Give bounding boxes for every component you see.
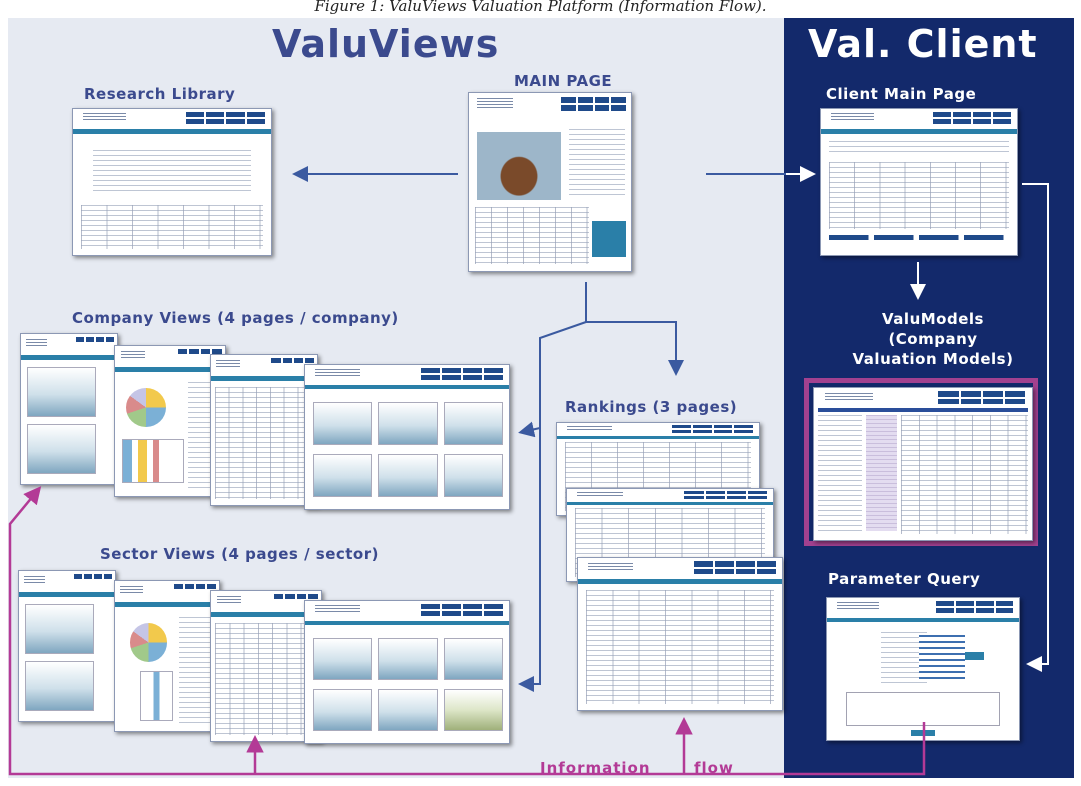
main-page-label: MAIN PAGE (514, 72, 613, 90)
sector-views-label: Sector Views (4 pages / sector) (100, 545, 379, 563)
valumodels-line-1: ValuModels (882, 310, 984, 328)
company-views-label: Company Views (4 pages / company) (72, 309, 399, 327)
valumodels-line-2: (Company (888, 330, 978, 348)
research-library-thumbnail (72, 108, 272, 256)
sector-view-page-2 (114, 580, 220, 732)
valumodels-label: ValuModels (Company Valuation Models) (808, 309, 1058, 369)
rankings-label: Rankings (3 pages) (565, 398, 738, 416)
flow-label: flow (694, 759, 734, 777)
company-view-page-1 (20, 333, 118, 485)
sector-view-page-1 (18, 570, 116, 722)
figure-caption: Figure 1: ValuViews Valuation Platform (… (314, 0, 767, 15)
sector-view-page-4 (304, 600, 510, 744)
val-client-title: Val. Client (808, 22, 1038, 66)
company-view-page-3 (210, 354, 318, 506)
bull-bear-sculpture-image (477, 132, 562, 200)
parameter-query-thumbnail (826, 597, 1020, 741)
valuviews-title: ValuViews (272, 22, 500, 66)
main-page-thumbnail (468, 92, 632, 272)
research-library-label: Research Library (84, 85, 236, 103)
rankings-page-3 (577, 557, 783, 711)
client-main-page-thumbnail (820, 108, 1018, 256)
valumodels-thumbnail (813, 387, 1033, 541)
company-view-page-4 (304, 364, 510, 510)
information-label: Information (540, 759, 651, 777)
valumodels-line-3: Valuation Models) (852, 350, 1014, 368)
parameter-query-label: Parameter Query (828, 570, 981, 588)
client-main-page-label: Client Main Page (826, 85, 977, 103)
